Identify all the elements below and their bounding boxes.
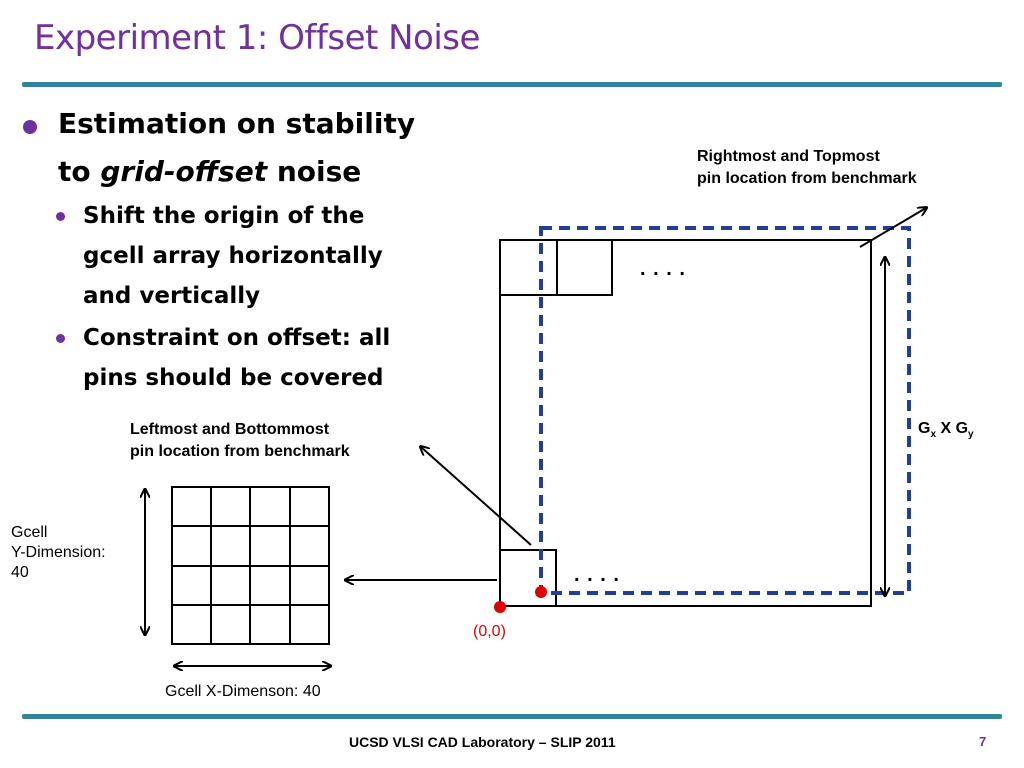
gcell-y-label-line1: Gcell <box>11 524 48 541</box>
top-pin-arrow <box>859 208 926 248</box>
sub-bullet-dot-icon <box>56 212 65 221</box>
bullet-main-line2: to grid-offset noise <box>58 152 361 192</box>
bottom-pin-label-line2: pin location from benchmark <box>130 443 350 460</box>
gcell-array-box <box>499 239 872 607</box>
bullet-main-emphasis: grid-offset <box>100 155 268 188</box>
array-dimension-label: Gx X Gy <box>918 418 974 446</box>
sub-bullet2-line2: pins should be covered <box>83 365 384 391</box>
bullet-dot-icon <box>23 120 37 134</box>
origin-dot-icon <box>494 601 506 613</box>
bottom-left-cell <box>499 549 557 607</box>
ellipsis-bottom: . . . . <box>574 564 620 586</box>
gcell-y-label-line2: Y-Dimension: <box>11 544 106 561</box>
sub-bullet2-line1: Constraint on offset: all <box>83 325 391 351</box>
dim-sub-y: y <box>968 429 974 441</box>
top-second-cell <box>556 239 613 296</box>
footer-divider <box>22 714 1002 719</box>
ellipsis-top: . . . . <box>640 258 686 280</box>
bullet-main-line2-post: noise <box>267 155 362 188</box>
dim-g: G <box>918 420 931 437</box>
footer-text: UCSD VLSI CAD Laboratory – SLIP 2011 <box>349 734 616 750</box>
sub-bullet1-line1: Shift the origin of the <box>83 203 365 229</box>
origin-label: (0,0) <box>473 623 506 640</box>
shifted-gcell-array <box>539 226 911 595</box>
gcell-grid <box>171 486 330 645</box>
bullet-main-line2-pre: to <box>58 155 101 188</box>
dim-mid: X G <box>936 420 969 437</box>
slide-title: Experiment 1: Offset Noise <box>34 18 480 58</box>
bottom-pin-label-line1: Leftmost and Bottommost <box>130 421 330 438</box>
bottom-pin-arrow <box>421 447 532 546</box>
top-left-cell <box>499 239 558 296</box>
gcell-x-label: Gcell X-Dimenson: 40 <box>165 683 321 700</box>
top-pin-label-line1: Rightmost and Topmost <box>697 148 880 165</box>
sub-bullet1-line2: gcell array horizontally <box>83 243 383 269</box>
bullet-main-line1: Estimation on stability <box>58 107 416 140</box>
dim-sub-x: x <box>930 429 937 441</box>
title-divider <box>22 82 1002 87</box>
top-pin-label-line2: pin location from benchmark <box>697 170 917 187</box>
sub-bullet-dot-icon <box>56 334 65 343</box>
bottom-pin-dot-icon <box>535 586 547 598</box>
gcell-y-label-line3: 40 <box>11 564 29 581</box>
page-number: 7 <box>979 734 987 749</box>
sub-bullet1-line3: and vertically <box>83 283 261 309</box>
